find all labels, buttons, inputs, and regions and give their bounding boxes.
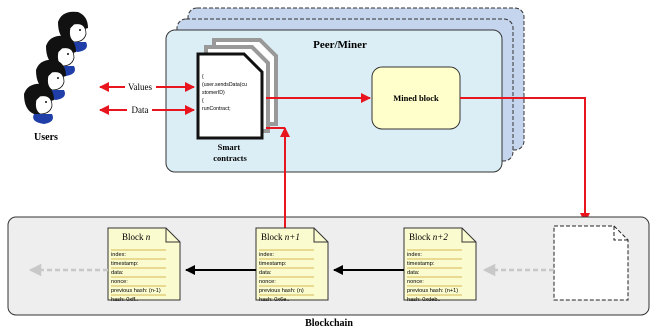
block-field-lines xyxy=(407,249,462,296)
smart-contracts-group: { (user.sendsData(cu stomerID) { runCont… xyxy=(196,38,278,163)
block-field-lines xyxy=(259,249,314,296)
block-fields: index: timestamp: data: nonce: previous … xyxy=(111,252,162,303)
contract-code-line: (user.sendsData(cu xyxy=(202,82,247,88)
block-n-plus-1: Block n+1 index: timestamp: data: nonce:… xyxy=(255,227,329,303)
contract-code-line: { xyxy=(202,98,204,104)
block-fields: index: timestamp: data: nonce: previous … xyxy=(259,252,305,303)
mined-to-new-block-arrow xyxy=(460,97,590,223)
new-block-fold xyxy=(613,226,628,241)
user-icon xyxy=(24,83,54,124)
block-n: Block n index: timestamp: data: nonce: p… xyxy=(107,227,181,303)
block-title: Block n xyxy=(122,232,151,242)
data-label: Data xyxy=(132,105,149,115)
blockchain-label: Blockchain xyxy=(305,318,353,329)
smart-contracts-label: Smart contracts xyxy=(213,142,247,163)
block-title: Block n+1 xyxy=(261,232,300,242)
contract-code-line: { xyxy=(202,74,204,80)
users-label: Users xyxy=(34,132,58,143)
block-fields: index: timestamp: data: nonce: previous … xyxy=(407,252,460,303)
block-n-plus-2: Block n+2 index: timestamp: data: nonce:… xyxy=(403,227,477,303)
values-label: Values xyxy=(128,82,152,92)
new-block-placeholder xyxy=(553,225,629,301)
mined-block-label: Mined block xyxy=(393,93,439,103)
contract-code: { (user.sendsData(cu stomerID) { runCont… xyxy=(202,74,248,112)
contract-code-line: runContract; xyxy=(202,106,231,112)
block-title: Block n+2 xyxy=(409,232,448,242)
contract-code-line: stomerID) xyxy=(202,90,225,96)
user-icon xyxy=(46,35,76,76)
peer-miner-title: Peer/Miner xyxy=(313,39,367,51)
block-field-lines xyxy=(111,249,166,296)
user-icon xyxy=(36,59,66,100)
contract-doc xyxy=(196,52,264,140)
users-group: Users xyxy=(24,11,88,143)
